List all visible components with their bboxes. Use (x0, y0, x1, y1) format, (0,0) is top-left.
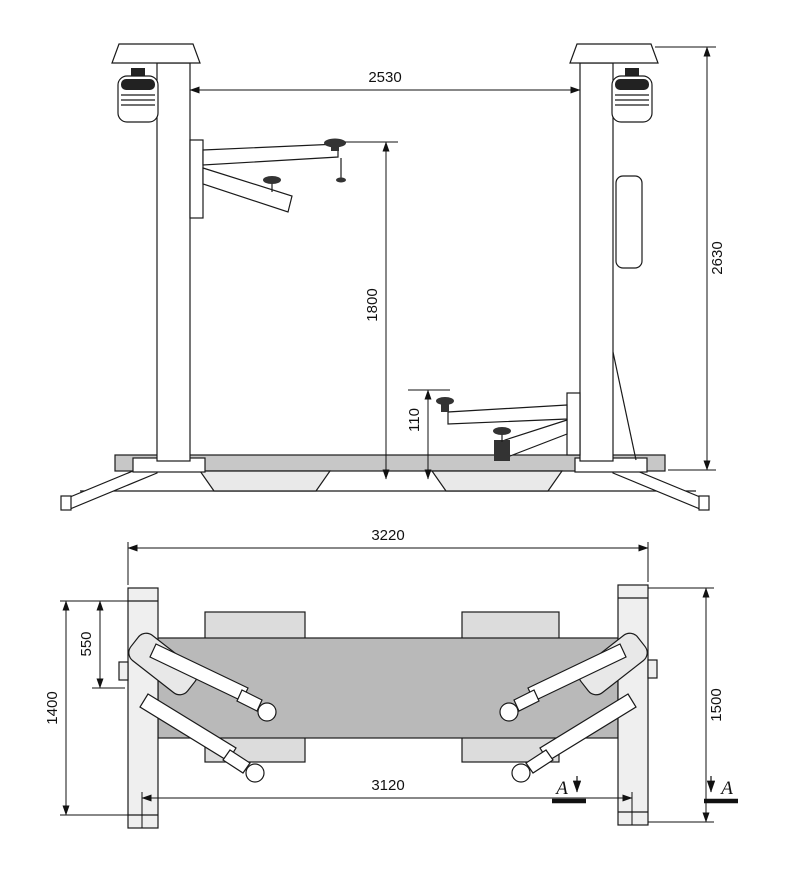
left-motor-fins (121, 79, 155, 90)
plan-right-lower-arm-ext (525, 749, 554, 774)
left-column-cap (111, 43, 201, 64)
right-upper-arm (447, 404, 568, 425)
plan-left-upper-pad (257, 702, 277, 722)
section-label-right: A (719, 778, 733, 799)
right-motor (611, 68, 653, 123)
dim-arm-offset-550: 550 (78, 600, 128, 689)
left-motor (117, 68, 159, 123)
plan-right-anchor-tab (647, 659, 658, 679)
plan-right-arm-assembly (499, 632, 648, 783)
plan-right-carriage (578, 632, 648, 696)
right-column-door (615, 175, 643, 269)
dim-label-arm-offset: 550 (78, 631, 95, 656)
right-pad-block (494, 440, 510, 461)
dim-label-depth-right: 1500 (708, 688, 725, 721)
left-foot (60, 495, 72, 511)
plan-left-carriage (128, 632, 198, 696)
right-motor-fins (615, 79, 649, 90)
right-column-cap (569, 43, 659, 64)
dim-lift-height-1800: 1800 (345, 141, 398, 480)
left-lower-pad (263, 176, 281, 184)
plan-dimensions: 3220 550 1400 1500 (44, 527, 725, 828)
plan-right-lower-pad (511, 763, 531, 783)
left-arm-pin-head (336, 177, 346, 183)
plan-left-anchor-tab (118, 661, 129, 681)
right-motor-knob (625, 68, 639, 77)
section-marker-right: A (704, 776, 738, 804)
dim-span-2530: 2530 (189, 69, 581, 94)
dim-label-depth-left: 1400 (44, 691, 61, 724)
dim-overall-width-3220: 3220 (127, 527, 649, 585)
left-pad-stem (331, 146, 339, 151)
right-foot (698, 495, 710, 511)
right-lift-pad (436, 397, 454, 405)
left-lift-pad (324, 138, 346, 148)
left-lower-arm (202, 167, 293, 213)
plan-left-upper-arm-ext (236, 689, 263, 712)
right-arm-assembly (436, 397, 568, 461)
right-carriage (566, 392, 581, 456)
drive-ramp-right (430, 470, 564, 492)
plan-right-upper-arm-ext (513, 689, 540, 712)
dim-min-pad-height-110: 110 (406, 389, 450, 480)
right-column-brace (612, 351, 637, 461)
elevation-dimensions: 2530 2630 1800 110 (189, 46, 726, 480)
left-column (60, 43, 206, 511)
base-frame-band (114, 454, 666, 472)
dim-label-lift-height: 1800 (364, 288, 381, 321)
section-marker-left: A (552, 776, 586, 804)
right-pad-stem (441, 404, 449, 412)
plan-left-lower-arm-ext (222, 749, 251, 774)
left-upper-arm (202, 143, 339, 166)
dim-label-overall-width: 3220 (371, 527, 404, 544)
left-arm-assembly (202, 138, 346, 213)
plan-right-upper-pad (499, 702, 519, 722)
dim-anchor-span-3120: 3120 (141, 777, 633, 828)
right-column (566, 43, 710, 511)
plan-left-arm-assembly (128, 632, 277, 783)
section-markers: A A (552, 776, 738, 804)
right-column-body (579, 62, 614, 462)
left-carriage (189, 139, 204, 219)
dim-label-overall-height: 2630 (709, 241, 726, 274)
dim-label-span: 2530 (368, 69, 401, 86)
dim-label-min-pad-height: 110 (406, 408, 423, 432)
right-lower-arm (504, 419, 568, 457)
elevation-view: 2530 2630 1800 110 (60, 43, 726, 511)
section-label-left: A (554, 778, 568, 799)
dim-depth-left-1400: 1400 (44, 600, 128, 816)
drive-ramp-left (198, 470, 332, 492)
left-motor-knob (131, 68, 145, 77)
plan-left-lower-pad (245, 763, 265, 783)
plan-view: 3220 550 1400 1500 (44, 527, 738, 829)
dim-height-2630: 2630 (655, 46, 726, 471)
dim-label-anchor-span: 3120 (371, 777, 404, 794)
left-column-body (156, 62, 191, 462)
right-lower-pad (493, 427, 511, 435)
dim-depth-right-1500: 1500 (648, 587, 725, 823)
floor-base (80, 454, 696, 492)
